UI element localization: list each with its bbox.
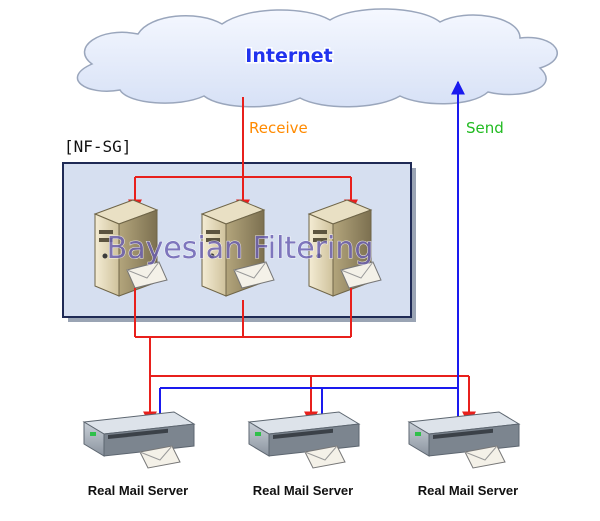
- mail-server-2: [247, 411, 361, 469]
- filter-server: [93, 199, 168, 297]
- mail-server-label: Real Mail Server: [418, 483, 518, 498]
- mail-server-3: [407, 411, 521, 469]
- mail-server-label: Real Mail Server: [253, 483, 353, 498]
- bayesian-filtering-overlay: Bayesian Filtering: [107, 231, 374, 266]
- mail-server-label: Real Mail Server: [88, 483, 188, 498]
- receive-label: Receive: [249, 119, 308, 137]
- filter-server: [307, 199, 382, 297]
- group-label: [NF-SG]: [64, 137, 131, 156]
- mail-server-1: [82, 411, 196, 469]
- filter-server: [200, 199, 275, 297]
- send-label: Send: [466, 119, 504, 137]
- internet-cloud: Internet: [76, 8, 558, 108]
- internet-label: Internet: [245, 45, 332, 67]
